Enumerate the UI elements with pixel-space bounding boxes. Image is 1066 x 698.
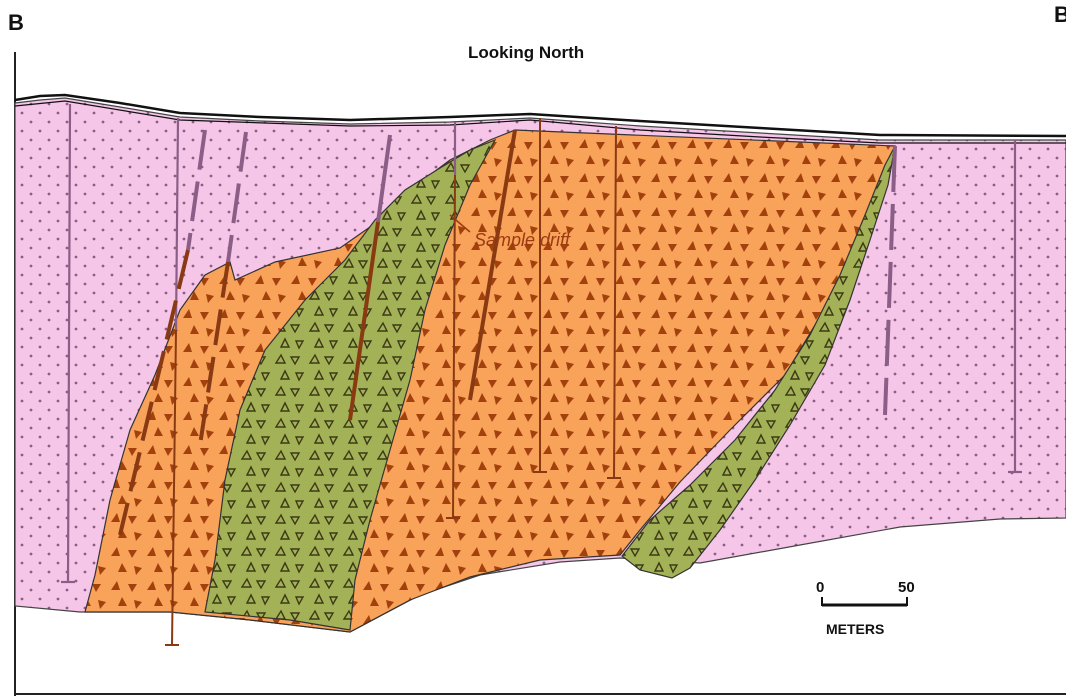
scale-bar: 0 50 METERS bbox=[816, 579, 915, 637]
scale-min-label: 0 bbox=[816, 579, 824, 596]
view-direction-label: Looking North bbox=[468, 43, 584, 62]
sample-drift-label: Sample drift bbox=[474, 230, 571, 250]
section-label-west: B bbox=[8, 10, 24, 35]
scale-max-label: 50 bbox=[898, 579, 915, 596]
section-label-east: B' bbox=[1054, 2, 1066, 27]
scale-unit-label: METERS bbox=[826, 621, 884, 637]
